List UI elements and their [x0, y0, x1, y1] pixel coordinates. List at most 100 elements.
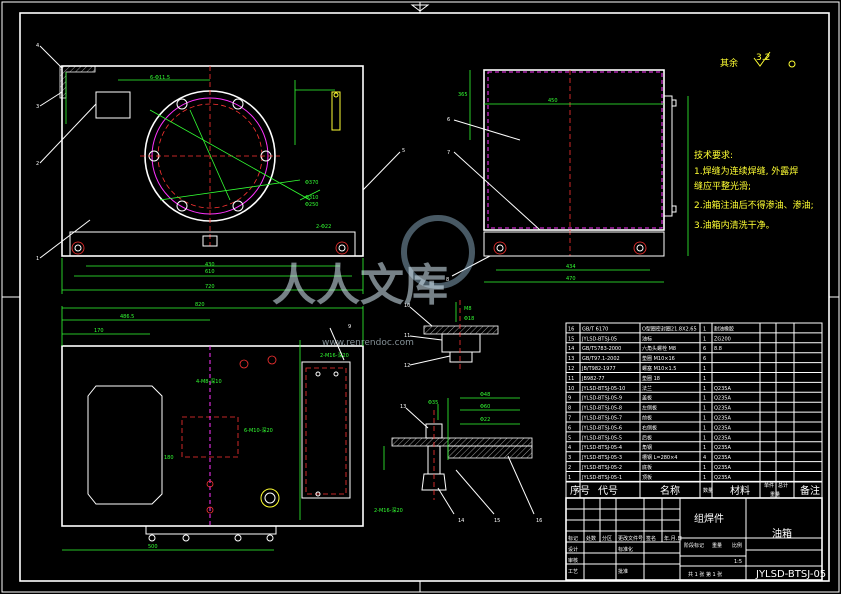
bom-cell-no: 13	[568, 356, 574, 362]
tb-design: 设计	[568, 546, 578, 553]
bom-cell-no: 6	[568, 425, 571, 431]
balloon-2: 2	[36, 161, 39, 167]
bom-cell-name: 左侧板	[642, 405, 657, 412]
title-block: 标记 处数 分区 更改文件号 签名 年.月.日 设计 审核 工艺 标准化 批准 …	[565, 497, 826, 581]
bom-cell-code: JYLSD-BTSJ-05-5	[581, 435, 622, 441]
bom-cell-mat: Q235A	[714, 465, 731, 471]
bom-cell-qty: 1	[703, 475, 706, 481]
bom-cell-name: 顶板	[642, 474, 652, 481]
bom-cell-no: 16	[568, 326, 574, 332]
dim-detail-m8: M8	[464, 306, 472, 312]
tb-zone: 分区	[602, 535, 612, 542]
bom-cell-name: 盖板	[642, 395, 652, 402]
tech-req-title: 技术要求:	[694, 149, 733, 161]
tb-mark: 标记	[568, 535, 578, 542]
tb-scale-label: 比例	[732, 542, 742, 549]
bom-cell-no: 9	[568, 396, 571, 402]
bom-cell-qty: 1	[703, 406, 706, 412]
dim-front-610: 610	[205, 269, 215, 275]
bom-cell-mat: Q235A	[714, 455, 731, 461]
dim-front-holes: 6-Φ11.5	[150, 75, 170, 81]
dim-front-d310: Φ310	[305, 195, 318, 201]
dim-side-434: 434	[566, 264, 576, 270]
bom-cell-mat: Q235A	[714, 475, 731, 481]
bom-cell-no: 8	[568, 406, 571, 412]
bom-cell-no: 10	[568, 386, 574, 392]
tb-scale: 1:5	[734, 559, 742, 565]
bom-cell-mat: Q235A	[714, 386, 731, 392]
dim-plan-180: 180	[164, 455, 174, 461]
bom-cell-qty: 1	[703, 425, 706, 431]
bom-cell-no: 14	[568, 346, 574, 352]
watermark-url: www.renrendoc.com	[322, 338, 414, 348]
bom-cell-mat: Q235A	[714, 396, 731, 402]
tb-process: 工艺	[568, 569, 578, 575]
balloon-14: 14	[458, 518, 464, 524]
bom-cell-no: 11	[568, 376, 574, 382]
bom-header-total-weight: 总计	[778, 482, 788, 489]
tb-kind: 组焊件	[694, 512, 724, 525]
detail-bolt-section: Φ48 M8 Φ60 Φ22 Φ18 Φ35 13 14 15 16	[383, 302, 542, 524]
tech-req-item-2: 2.油箱注油后不得渗油、渗油;	[694, 199, 814, 211]
bom-cell-mat: Q235A	[714, 416, 731, 422]
watermark-text: 人人文库	[272, 260, 448, 311]
bom-cell-name: 垫圈 18	[642, 375, 660, 382]
balloon-15: 15	[494, 518, 500, 524]
bom-cell-code: GB/T97.1-2002	[582, 356, 620, 362]
bom-cell-qty: 6	[703, 346, 706, 352]
bom-cell-qty: 1	[703, 386, 706, 392]
tb-review: 审核	[568, 557, 578, 564]
balloon-10: 10	[404, 303, 410, 309]
dim-plan-4m8: 4-M8-深10	[196, 378, 222, 385]
bom-cell-qty: 1	[703, 416, 706, 422]
tb-approve: 批准	[618, 568, 628, 575]
bom-cell-code: JB/T982-1977	[581, 366, 616, 372]
bom-cell-code: JYLSD-BTSJ-05-2	[581, 465, 622, 471]
bom-header-weight: 重量	[770, 491, 780, 498]
side-view: 365 450 434 470 6 7 8	[446, 69, 689, 283]
bom-cell-name: 六角头螺栓 M8	[642, 345, 676, 352]
balloon-1: 1	[36, 256, 39, 262]
dim-plan-6m10: 6-M10-深20	[244, 427, 273, 434]
flange-bolt-holes	[148, 98, 272, 212]
balloon-16: 16	[536, 518, 542, 524]
bom-cell-no: 3	[568, 455, 571, 461]
bom-cell-code: JYLSD-BTSJ-05-1	[581, 475, 622, 481]
angle-steel-section	[59, 65, 96, 99]
bom-cell-code: JYLSD-BTSJ-05-8	[581, 406, 622, 412]
bom-cell-code: JYLSD-BTSJ-05-6	[581, 425, 622, 431]
dim-detail-d22: Φ22	[480, 417, 490, 423]
bom-cell-code: GB/T 6170	[582, 326, 608, 332]
bom-header-remark: 备注	[800, 484, 820, 497]
bom-header-name: 名称	[660, 484, 680, 497]
bom-header-no: 序号	[570, 484, 590, 497]
bom-cell-mat: 8.8	[714, 346, 722, 352]
bom-cell-name: 前板	[642, 415, 652, 422]
dim-front-430: 430	[205, 262, 215, 268]
bom-cell-name: 垫圈 M10×16	[642, 355, 675, 362]
bom-cell-code: JYLSD-BTSJ-05	[581, 336, 617, 342]
bom-cell-code: JB982-77	[581, 376, 605, 382]
bom-cell-qty: 1	[703, 445, 706, 451]
bom-cell-qty: 1	[703, 366, 706, 372]
bom-cell-qty: 1	[703, 336, 706, 342]
tb-sheet: 共 1 张 第 1 张	[688, 571, 722, 578]
bom-cell-name: 油标	[642, 335, 652, 342]
roughness-label: 其余	[720, 57, 738, 69]
bom-cell-code: JYLSD-BTSJ-05-7	[581, 416, 622, 422]
balloon-5: 5	[402, 148, 405, 154]
balloon-7: 7	[447, 150, 450, 156]
tb-change-no: 更改文件号	[618, 535, 643, 542]
bom-cell-mat: 耐油橡胶	[714, 325, 734, 332]
bom-cell-code: JYLSD-BTSJ-05-3	[581, 455, 622, 461]
bom-cell-qty: 1	[703, 435, 706, 441]
bom-cell-code: GB/T5783-2000	[582, 346, 621, 352]
bom-header-unit-weight: 单件	[764, 482, 774, 489]
tb-drawing-no: JYLSD-BTSJ-05	[755, 569, 826, 580]
bom-cell-name: 底板	[642, 464, 652, 471]
tech-requirements: 技术要求: 1.焊缝为连续焊缝, 外露焊 缝应平整光滑; 2.油箱注油后不得渗油…	[694, 149, 814, 231]
bom-cell-mat: Q235A	[714, 435, 731, 441]
